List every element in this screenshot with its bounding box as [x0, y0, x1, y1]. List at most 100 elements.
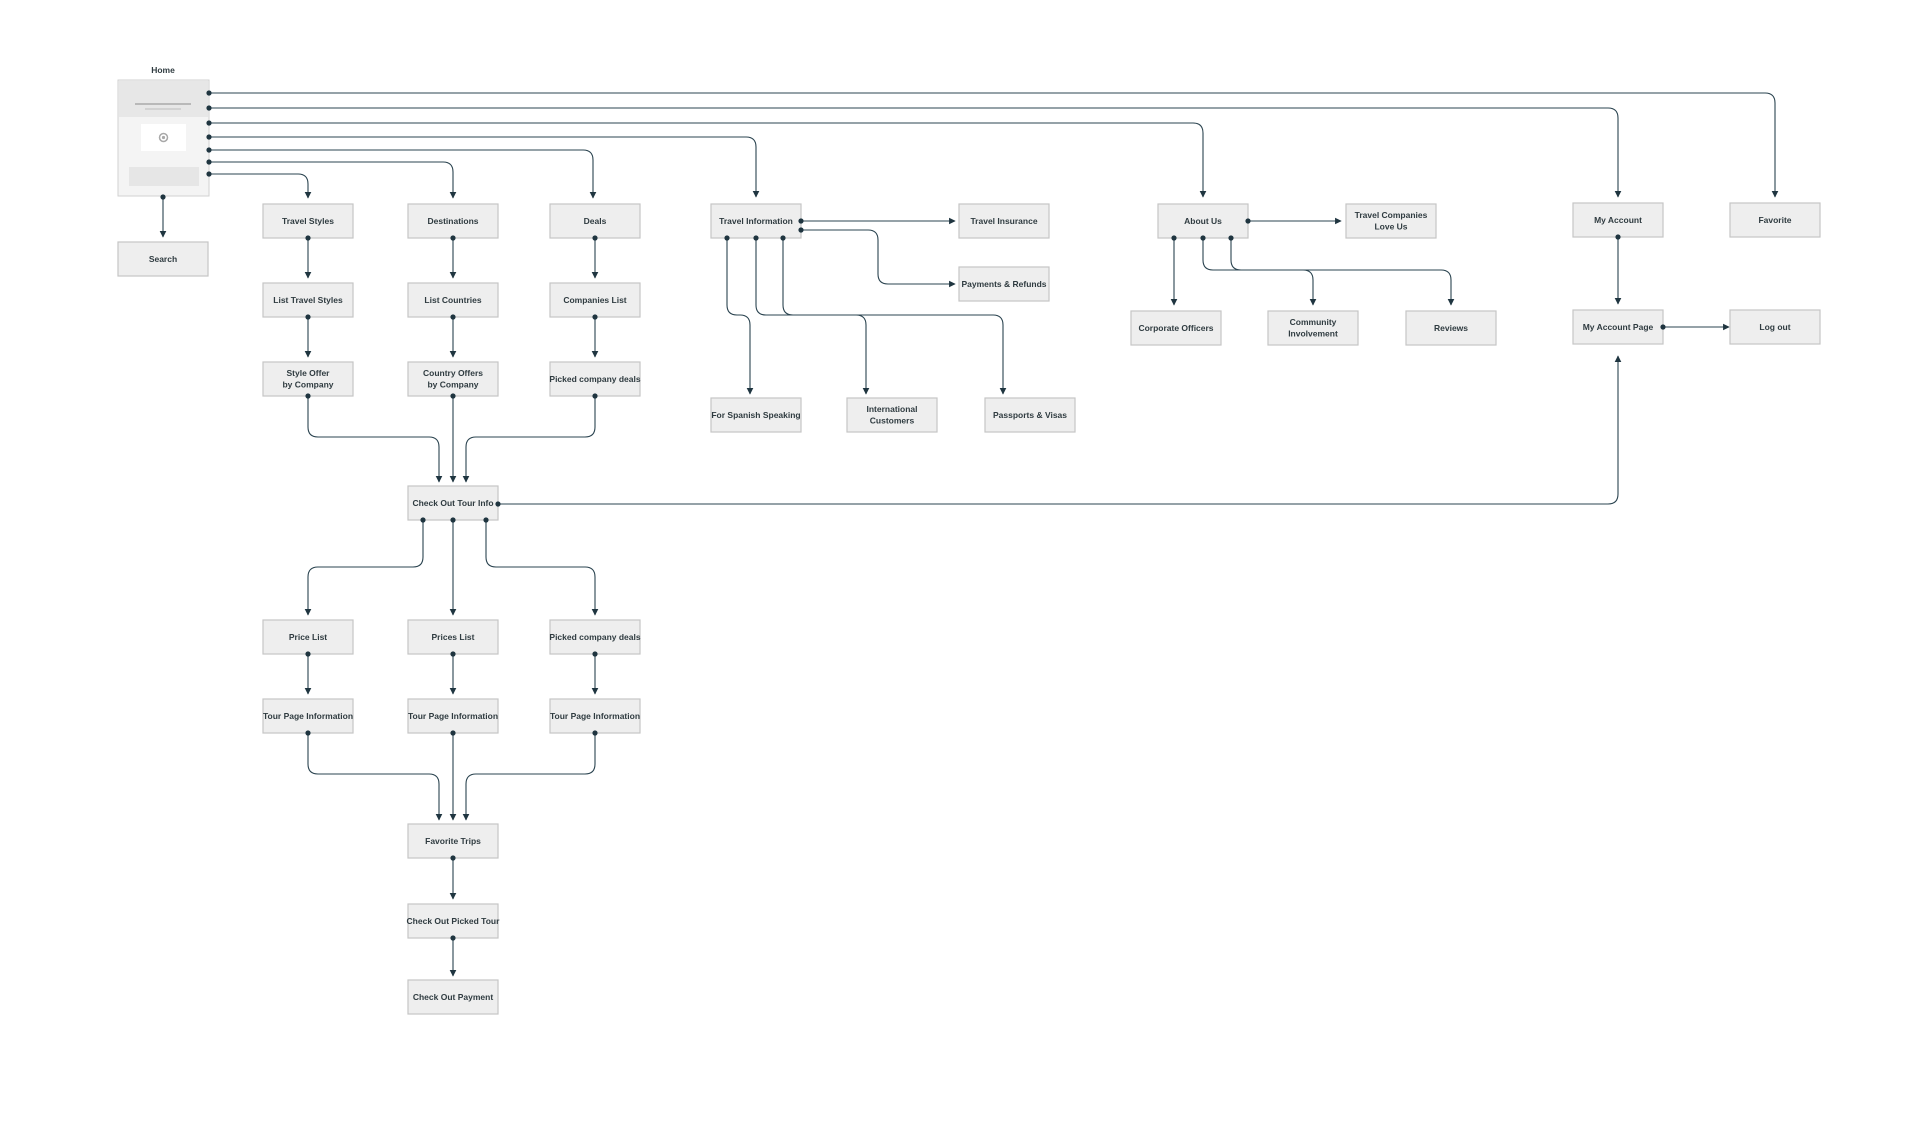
node-label: Check Out Picked Tour [407, 916, 501, 926]
node-label: My Account [1594, 215, 1642, 225]
home-thumbnail-header [119, 81, 208, 117]
node-list-countries[interactable]: List Countries [407, 282, 499, 318]
node-log-out[interactable]: Log out [1729, 309, 1821, 345]
node-box [1729, 309, 1821, 345]
connector-port-travel-information [798, 227, 804, 233]
node-payments-refunds[interactable]: Payments & Refunds [958, 266, 1050, 302]
node-destinations[interactable]: Destinations [407, 203, 499, 239]
node-travel-information[interactable]: Travel Information [710, 203, 802, 239]
node-label: Search [149, 254, 177, 264]
node-tour-page-information-2[interactable]: Tour Page Information [407, 698, 499, 734]
connector-port-tour-page-information-2 [450, 730, 456, 736]
node-box [1157, 203, 1249, 239]
node-favorite[interactable]: Favorite [1729, 202, 1821, 238]
node-reviews[interactable]: Reviews [1405, 310, 1497, 346]
connector-port-prices-list [450, 651, 456, 657]
node-check-out-payment[interactable]: Check Out Payment [407, 979, 499, 1015]
connector-port-favorite-trips [450, 855, 456, 861]
node-picked-company-deals-1[interactable]: Picked company deals [549, 361, 641, 397]
connector-port-price-list [305, 651, 311, 657]
connector-port-tour-page-information-1 [305, 730, 311, 736]
node-label: Prices List [432, 632, 475, 642]
node-label: Log out [1759, 322, 1790, 332]
edge-travel-information-to-passports-visas [782, 238, 1007, 395]
connector-port-tour-page-information-3 [592, 730, 598, 736]
node-box [846, 397, 938, 433]
home-node[interactable]: Home [117, 65, 210, 197]
node-price-list[interactable]: Price List [262, 619, 354, 655]
node-box [1572, 309, 1664, 345]
node-label: Tour Page Information [263, 711, 353, 721]
node-favorite-trips[interactable]: Favorite Trips [407, 823, 499, 859]
node-search[interactable]: Search [117, 241, 209, 277]
node-box [262, 203, 354, 239]
node-box [1405, 310, 1497, 346]
edge-home-to-deals [209, 149, 597, 199]
node-style-offer[interactable]: Style Offer by Company [262, 361, 354, 397]
node-picked-company-deals-2[interactable]: Picked company deals [549, 619, 641, 655]
connector-port-check-out-tour-info [483, 517, 489, 523]
edge-home-to-destinations [209, 161, 457, 199]
edge-about-us-to-community-involvement [1202, 238, 1317, 306]
node-my-account-page[interactable]: My Account Page [1572, 309, 1664, 345]
node-label: Companies List [563, 295, 626, 305]
image-placeholder-icon [158, 132, 169, 143]
edge-tour-page-information-1-to-favorite-trips [307, 733, 443, 821]
node-check-out-picked-tour[interactable]: Check Out Picked Tour [407, 903, 501, 939]
node-tour-page-information-1[interactable]: Tour Page Information [262, 698, 354, 734]
node-label: Tour Page Information [408, 711, 498, 721]
node-label: Check Out Payment [413, 992, 493, 1002]
node-box [262, 361, 354, 397]
node-label: Favorite [1758, 215, 1791, 225]
connector-port-list-travel-styles [305, 314, 311, 320]
node-travel-styles[interactable]: Travel Styles [262, 203, 354, 239]
node-label: Involvement [1288, 329, 1338, 339]
connector-port-picked-company-deals-1 [592, 393, 598, 399]
node-box [710, 203, 802, 239]
node-prices-list[interactable]: Prices List [407, 619, 499, 655]
node-label: Country Offers [423, 368, 483, 378]
node-label: Picked company deals [549, 632, 640, 642]
node-deals[interactable]: Deals [549, 203, 641, 239]
node-label: Reviews [1434, 323, 1468, 333]
connector-port-deals [592, 235, 598, 241]
connector-port-check-out-picked-tour [450, 935, 456, 941]
node-for-spanish-speaking[interactable]: For Spanish Speaking [710, 397, 802, 433]
node-my-account[interactable]: My Account [1572, 202, 1664, 238]
node-box [958, 203, 1050, 239]
connector-port-my-account [1615, 234, 1621, 240]
connector-port-travel-styles [305, 235, 311, 241]
node-passports-visas[interactable]: Passports & Visas [984, 397, 1076, 433]
connector-port-travel-information [780, 235, 786, 241]
node-label: Love Us [1374, 222, 1407, 232]
node-label: Corporate Officers [1138, 323, 1213, 333]
connector-port-home [206, 159, 212, 165]
connector-layer [159, 92, 1779, 977]
connector-port-travel-information [753, 235, 759, 241]
node-tour-page-information-3[interactable]: Tour Page Information [549, 698, 641, 734]
node-label: by Company [427, 380, 478, 390]
node-check-out-tour-info[interactable]: Check Out Tour Info [407, 485, 499, 521]
node-companies-list[interactable]: Companies List [549, 282, 641, 318]
node-label: Style Offer [287, 368, 331, 378]
node-label: by Company [282, 380, 333, 390]
edge-style-offer-to-check-out-tour-info [307, 396, 443, 483]
node-label: List Countries [424, 295, 481, 305]
node-about-us[interactable]: About Us [1157, 203, 1249, 239]
node-country-offers[interactable]: Country Offers by Company [407, 361, 499, 397]
edge-tour-page-information-3-to-favorite-trips [462, 733, 596, 821]
node-travel-insurance[interactable]: Travel Insurance [958, 203, 1050, 239]
node-label: About Us [1184, 216, 1222, 226]
edge-home-to-about-us [209, 122, 1207, 198]
node-label: Check Out Tour Info [412, 498, 493, 508]
node-list-travel-styles[interactable]: List Travel Styles [262, 282, 354, 318]
node-box [262, 282, 354, 318]
node-box [549, 203, 641, 239]
edge-check-out-tour-info-to-price-list [304, 520, 424, 616]
node-corporate-officers[interactable]: Corporate Officers [1130, 310, 1222, 346]
